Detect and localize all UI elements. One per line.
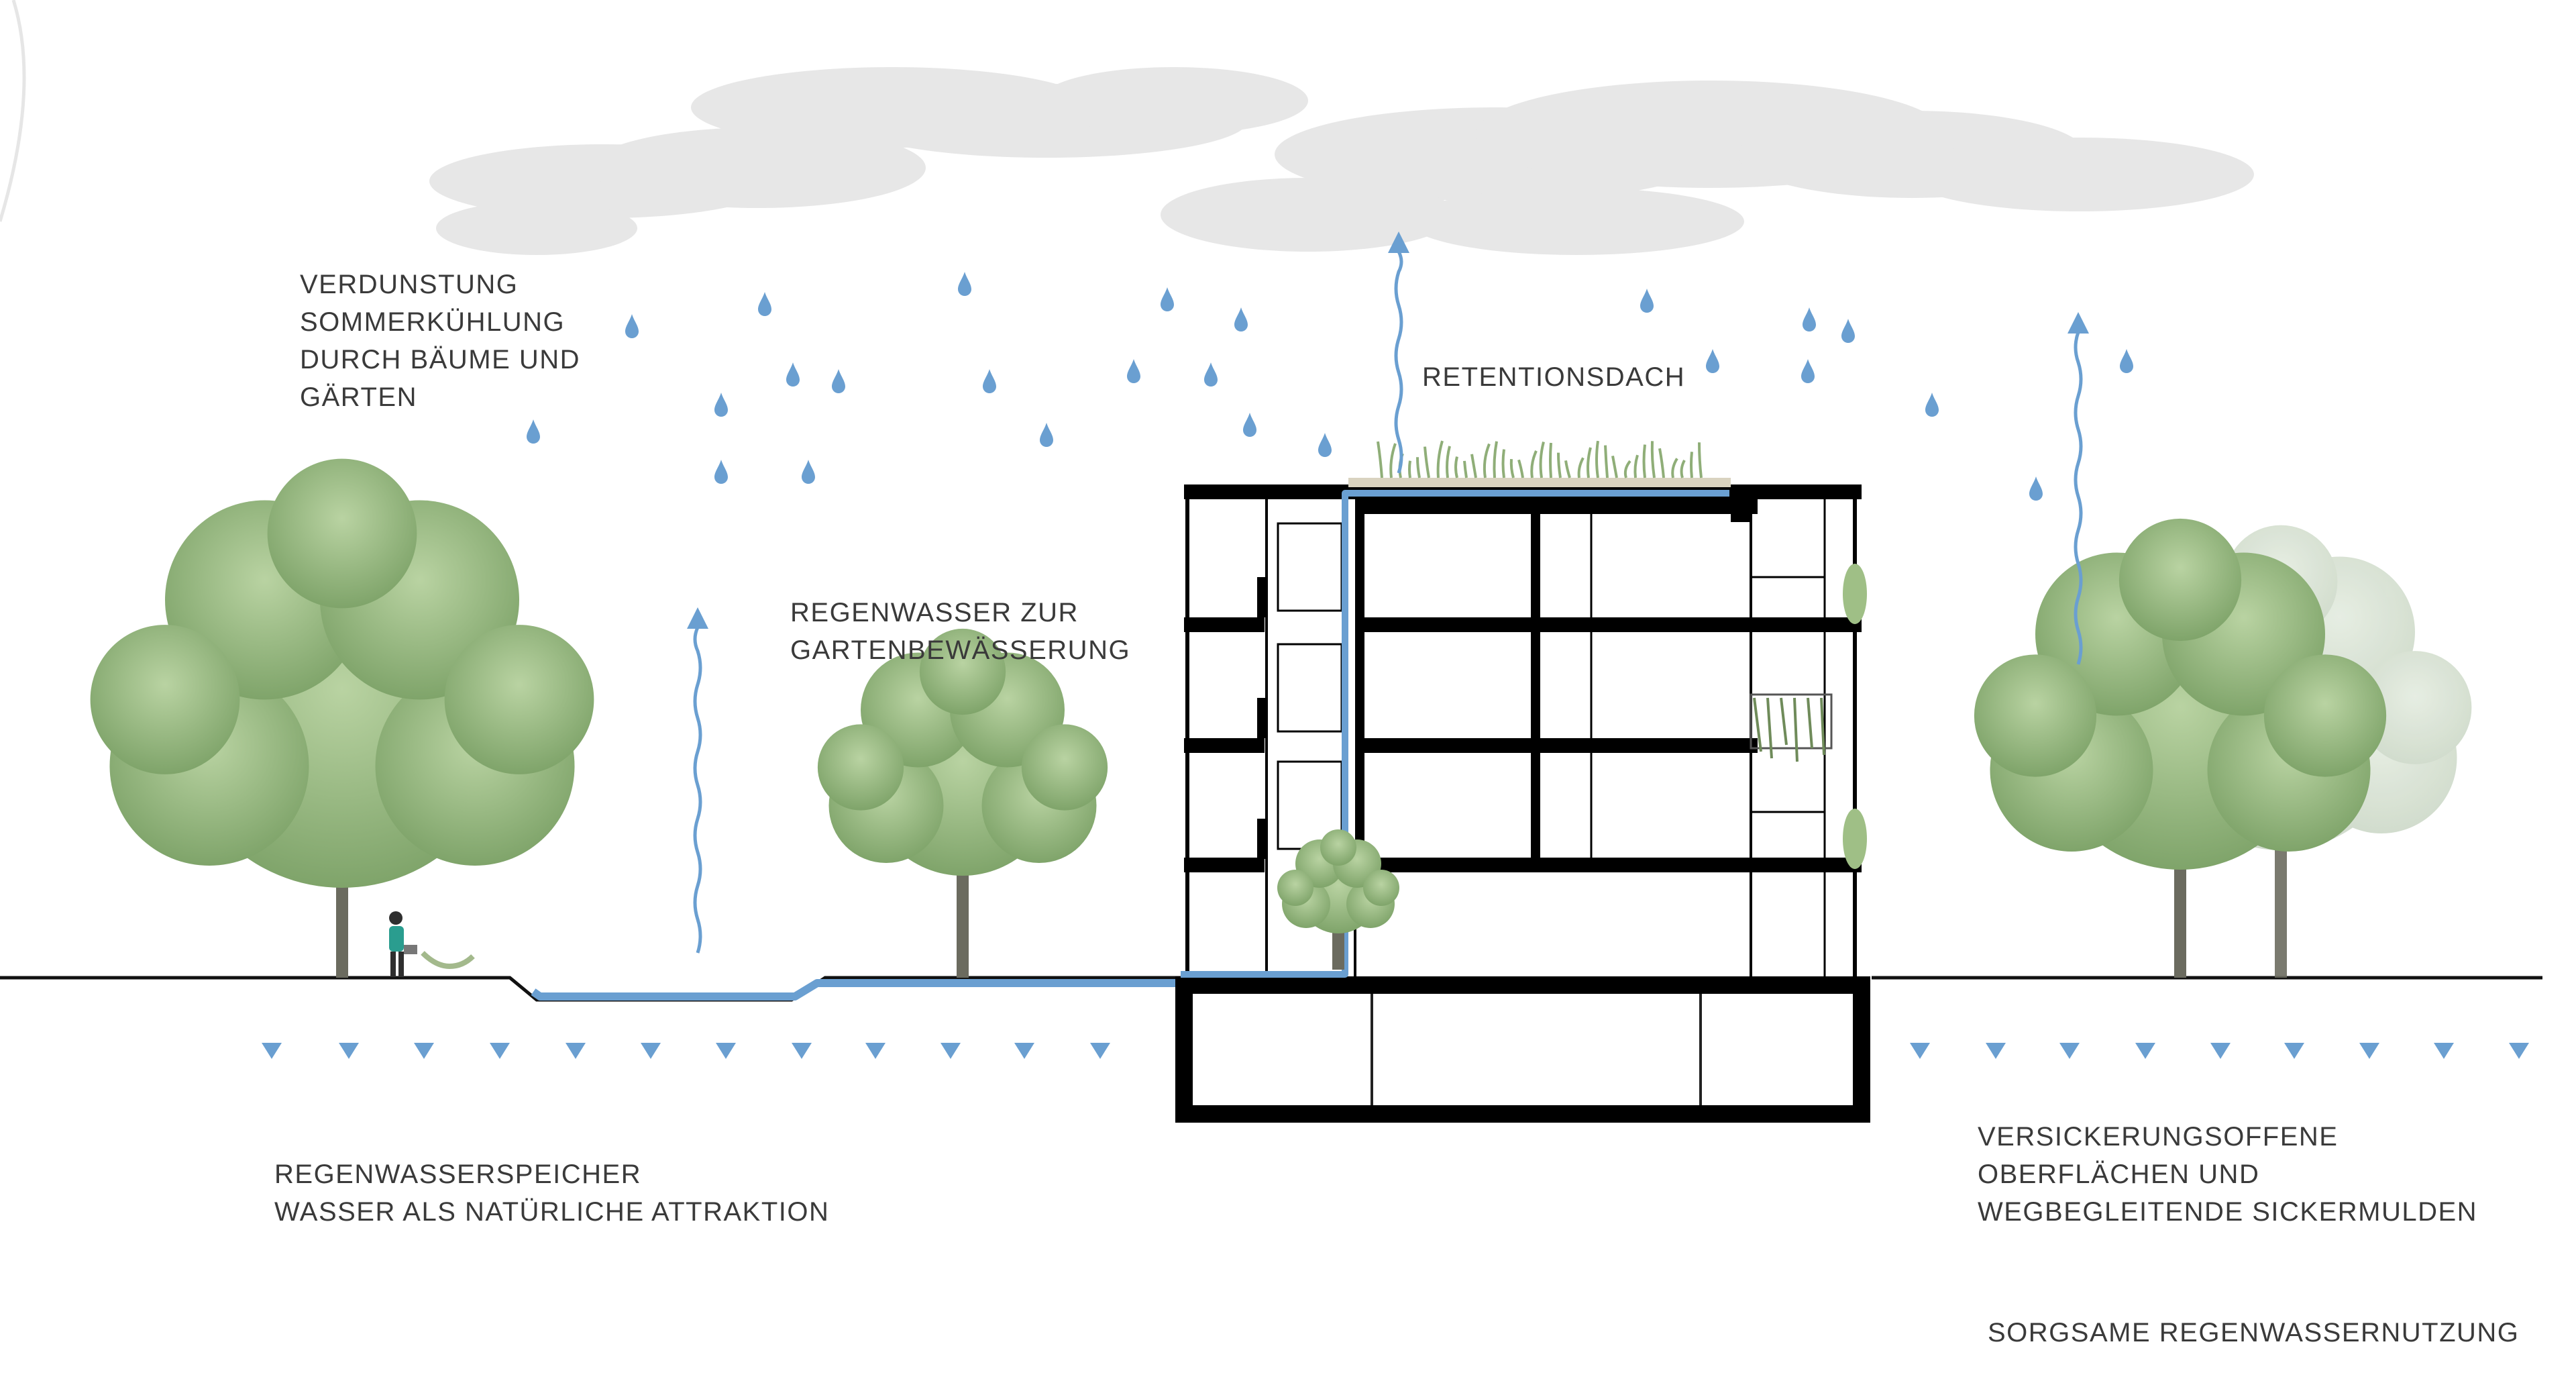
raindrop-icon: [1841, 319, 1855, 343]
down-triangle-icon: [566, 1043, 586, 1059]
raindrop-icon: [958, 272, 971, 296]
evaporation-label: VERDUNSTUNG SOMMERKÜHLUNG DURCH BÄUME UN…: [300, 270, 581, 412]
raindrop-icon: [1801, 359, 1815, 383]
down-triangle-icon: [1986, 1043, 2006, 1059]
down-triangle-icon: [792, 1043, 812, 1059]
down-triangle-icon: [2135, 1043, 2155, 1059]
down-triangle-icon: [2059, 1043, 2080, 1059]
raindrop-icon: [1243, 413, 1256, 437]
up-arrow-icon: [687, 607, 708, 629]
raindrop-icon: [758, 292, 771, 316]
raindrop-icon: [1318, 433, 1332, 457]
raindrop-icon: [1706, 349, 1719, 373]
down-triangle-icon: [414, 1043, 434, 1059]
raindrop-icon: [1204, 362, 1218, 387]
down-triangle-icon: [262, 1043, 282, 1059]
rainwater-storage-label: REGENWASSERSPEICHER WASSER ALS NATÜRLICH…: [274, 1160, 830, 1227]
evaporation-arrows: [687, 232, 2089, 954]
down-triangle-icon: [2210, 1043, 2231, 1059]
raindrop-icon: [625, 314, 639, 338]
tree-right: [1974, 518, 2387, 978]
tree-left: [90, 458, 594, 978]
person-watering-icon: [389, 911, 475, 977]
raindrop-icon: [714, 393, 728, 417]
down-triangle-icon: [941, 1043, 961, 1059]
up-arrow-icon: [2068, 312, 2089, 334]
infiltration-label: VERSICKERUNGSOFFENE OBERFLÄCHEN UND WEGB…: [1978, 1122, 2478, 1227]
raindrop-icon: [1127, 359, 1140, 383]
raindrop-icon: [1040, 423, 1053, 447]
clouds: [429, 67, 2254, 255]
tree-courtyard: [1277, 829, 1399, 970]
raindrop-icon: [1803, 307, 1816, 331]
down-triangle-icon: [641, 1043, 661, 1059]
down-triangle-icon: [339, 1043, 359, 1059]
tree-middle: [817, 628, 1108, 978]
raindrop-icon: [527, 419, 540, 444]
down-triangle-icon: [1910, 1043, 1930, 1059]
raindrop-icon: [832, 369, 845, 393]
down-triangle-icon: [716, 1043, 736, 1059]
retention-pond: [531, 979, 1181, 1001]
down-triangle-icon: [2359, 1043, 2379, 1059]
raindrop-icon: [2029, 476, 2043, 501]
raindrop-icon: [802, 460, 815, 484]
retention-roof-label: RETENTIONSDACH: [1422, 362, 1686, 392]
up-arrow-icon: [1388, 232, 1409, 253]
raindrop-icon: [2120, 349, 2133, 373]
raindrop-icon: [786, 362, 800, 387]
raindrop-icon: [1234, 307, 1248, 331]
green-roof: [1348, 440, 1731, 487]
infiltration-markers: [262, 1043, 2529, 1059]
footer-title: SORGSAME REGENWASSERNUTZUNG: [1988, 1318, 2520, 1347]
raindrop-icon: [1161, 287, 1174, 311]
raindrop-icon: [983, 369, 996, 393]
down-triangle-icon: [2434, 1043, 2454, 1059]
garden-irrigation-label: REGENWASSER ZUR GARTENBEWÄSSERUNG: [790, 598, 1131, 665]
down-triangle-icon: [2509, 1043, 2529, 1059]
down-triangle-icon: [1014, 1043, 1034, 1059]
raindrop-icon: [1640, 289, 1654, 313]
down-triangle-icon: [2284, 1043, 2304, 1059]
down-triangle-icon: [1090, 1043, 1110, 1059]
basement: [1175, 976, 1870, 1123]
raindrop-icon: [714, 460, 728, 484]
raindrop-icon: [1925, 393, 1939, 417]
raindrops: [527, 272, 2133, 501]
down-triangle-icon: [490, 1043, 510, 1059]
down-triangle-icon: [865, 1043, 885, 1059]
facade-planting: [1750, 564, 1867, 869]
edge-arc: [0, 0, 26, 222]
roof-downpipe: [1181, 490, 1729, 978]
